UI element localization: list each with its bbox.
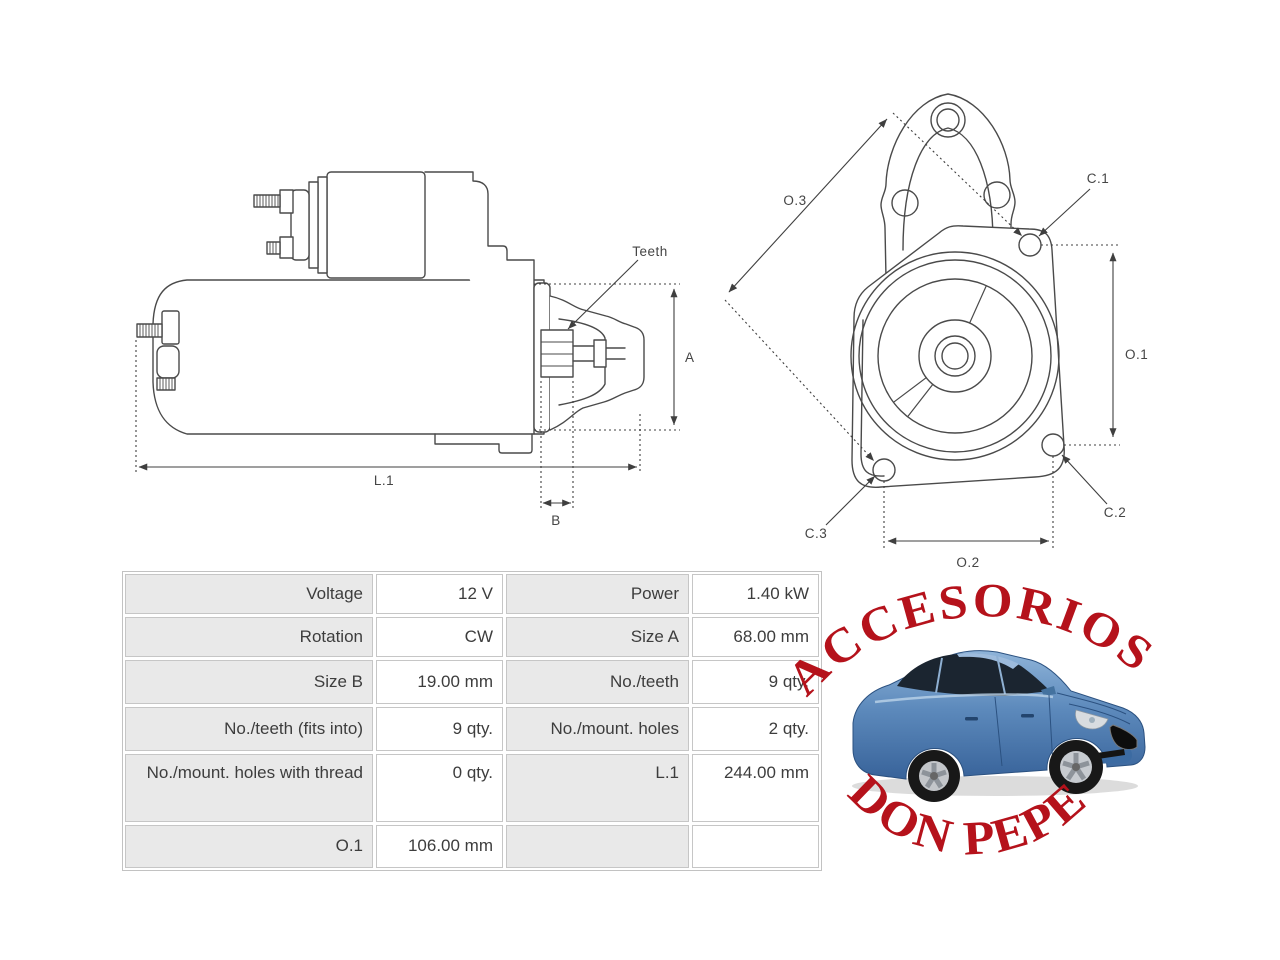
dim-label-o2: O.2 [956, 555, 979, 570]
bearing-circle [877, 278, 1033, 434]
side-view-dimensions [135, 259, 680, 510]
spec-value-power: 1.40 kW [692, 574, 819, 614]
car-roof-highlight [957, 653, 1019, 669]
solenoid-stud-upper [253, 194, 281, 208]
top-bracket-inner-arch [902, 127, 994, 251]
spec-value-l1: 244.00 mm [692, 754, 819, 822]
solenoid-stud-upper-nut [279, 189, 294, 214]
top-mounting-hole [936, 108, 960, 132]
car-mirror [1041, 686, 1056, 696]
spec-label-rotation: Rotation [125, 617, 373, 657]
front-view-dimensions [724, 112, 1120, 548]
shaft-bore [941, 342, 969, 370]
motor-body-bottom-step [434, 433, 533, 454]
dim-label-l1: L.1 [374, 473, 394, 488]
left-cap-plate-lower [156, 345, 180, 379]
spec-label-o1: O.1 [125, 825, 373, 868]
spec-label-power: Power [506, 574, 689, 614]
hub-circle [918, 319, 992, 393]
spec-value-size-b: 19.00 mm [376, 660, 503, 704]
solenoid-stud-lower [266, 241, 281, 255]
spec-value-rotation: CW [376, 617, 503, 657]
bracket-hole-right [983, 181, 1011, 209]
spec-label-mount-holes-thread: No./mount. holes with thread [125, 754, 373, 822]
car-rear-wheel [908, 750, 960, 802]
spec-label-voltage: Voltage [125, 574, 373, 614]
spec-label-size-b: Size B [125, 660, 373, 704]
spec-value-mount-holes-thread: 0 qty. [376, 754, 503, 822]
dim-label-c1: C.1 [1087, 171, 1110, 186]
dim-label-b: B [551, 513, 561, 528]
side-view-drawing: Teeth A L.1 B [135, 171, 695, 528]
solenoid-end-cap [290, 189, 310, 261]
spec-label-mount-holes: No./mount. holes [506, 707, 689, 751]
motor-body-outline [152, 279, 545, 435]
spec-label-teeth: No./teeth [506, 660, 689, 704]
spec-cell-empty-value [692, 825, 819, 868]
starter-side-outline [136, 171, 645, 454]
car-front-wheel [1049, 740, 1103, 794]
dim-label-o1: O.1 [1125, 347, 1148, 362]
shaft-spline [593, 339, 607, 368]
dim-label-a: A [685, 350, 695, 365]
front-view-drawing: O.3 C.1 O.1 C.2 C.3 O.2 [724, 93, 1148, 570]
spec-value-size-a: 68.00 mm [692, 617, 819, 657]
top-hole-boss [930, 102, 966, 138]
spec-value-teeth: 9 qty. [692, 660, 819, 704]
bracket-hole-left [891, 189, 919, 217]
solenoid-cylinder [326, 171, 426, 279]
spec-value-teeth-fits-into: 9 qty. [376, 707, 503, 751]
car-image [852, 650, 1146, 802]
spec-value-mount-holes: 2 qty. [692, 707, 819, 751]
switch-housing-outline [424, 171, 535, 435]
spec-cell-empty-label [506, 825, 689, 868]
dim-label-c3: C.3 [805, 526, 828, 541]
spec-value-o1: 106.00 mm [376, 825, 503, 868]
spec-label-size-a: Size A [506, 617, 689, 657]
pinion-shaft [572, 345, 626, 362]
solenoid-stud-lower-nut [279, 236, 294, 259]
spec-label-teeth-fits-into: No./teeth (fits into) [125, 707, 373, 751]
starter-front-outline [850, 93, 1065, 488]
dealer-watermark: ACCESORIOS DON PEPE [790, 574, 1162, 866]
flange-inner-lip [860, 319, 885, 477]
left-cap-plate-upper [161, 310, 180, 345]
spec-label-l1: L.1 [506, 754, 689, 822]
spec-value-voltage: 12 V [376, 574, 503, 614]
spec-table: Voltage 12 V Power 1.40 kW Rotation CW S… [122, 571, 822, 871]
dim-label-c2: C.2 [1104, 505, 1127, 520]
dim-label-teeth: Teeth [632, 244, 668, 259]
dim-label-o3: O.3 [783, 193, 806, 208]
